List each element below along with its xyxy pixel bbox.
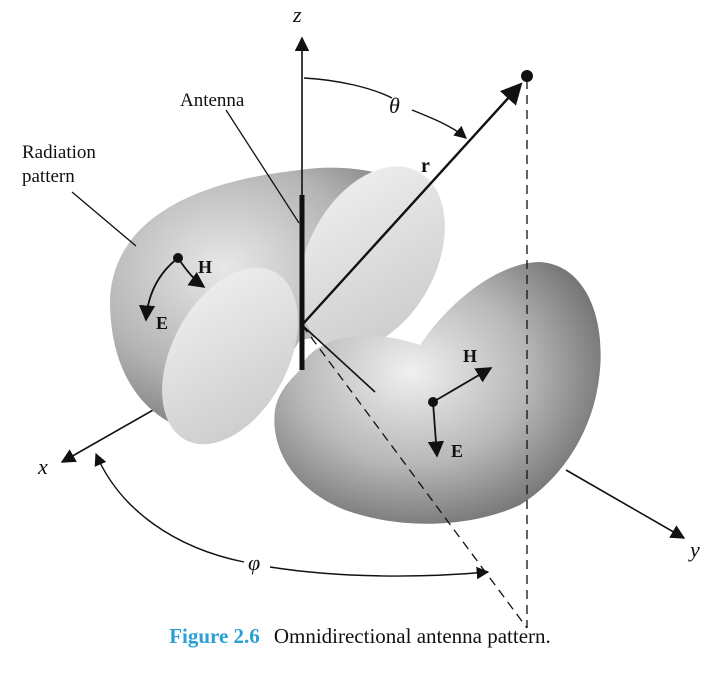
theta-label: θ (389, 93, 400, 118)
y-axis-label: y (688, 537, 700, 562)
figure-caption-text: Omnidirectional antenna pattern. (273, 624, 551, 648)
phi-arc (94, 452, 245, 563)
right-e-label: E (451, 441, 463, 461)
y-axis-line (301, 324, 376, 393)
phi-label: φ (248, 550, 260, 575)
theta-arc (303, 77, 393, 99)
radiation-label-line1: Radiation (22, 142, 96, 163)
right-e-vector (427, 401, 445, 458)
antenna-label: Antenna (180, 90, 245, 111)
radiation-leader (71, 191, 137, 247)
right-lobe (274, 262, 601, 524)
r-vector (301, 82, 523, 326)
antenna-leader (225, 109, 300, 224)
right-h-label: H (463, 346, 477, 366)
left-lobe (110, 166, 445, 445)
z-axis-label: z (292, 2, 302, 27)
r-label: r (421, 155, 430, 177)
figure-number: Figure 2.6 (169, 624, 260, 648)
left-e-label: E (156, 313, 168, 333)
right-h-vector (432, 367, 493, 403)
upper-cut-face (299, 166, 445, 350)
theta-arc-end (411, 109, 467, 139)
projection-dashed-line (301, 324, 528, 629)
lower-cut-face (162, 267, 298, 445)
left-h-label: H (198, 257, 212, 277)
left-e-vector (138, 257, 179, 322)
phi-arc-end (269, 566, 490, 580)
observation-point (521, 70, 533, 82)
left-h-vector (177, 257, 206, 288)
radiation-label-line2: pattern (22, 166, 75, 187)
figure-caption: Figure 2.6 Omnidirectional antenna patter… (0, 624, 720, 649)
x-axis-label: x (37, 454, 48, 479)
y-axis-line-outer (565, 469, 686, 539)
